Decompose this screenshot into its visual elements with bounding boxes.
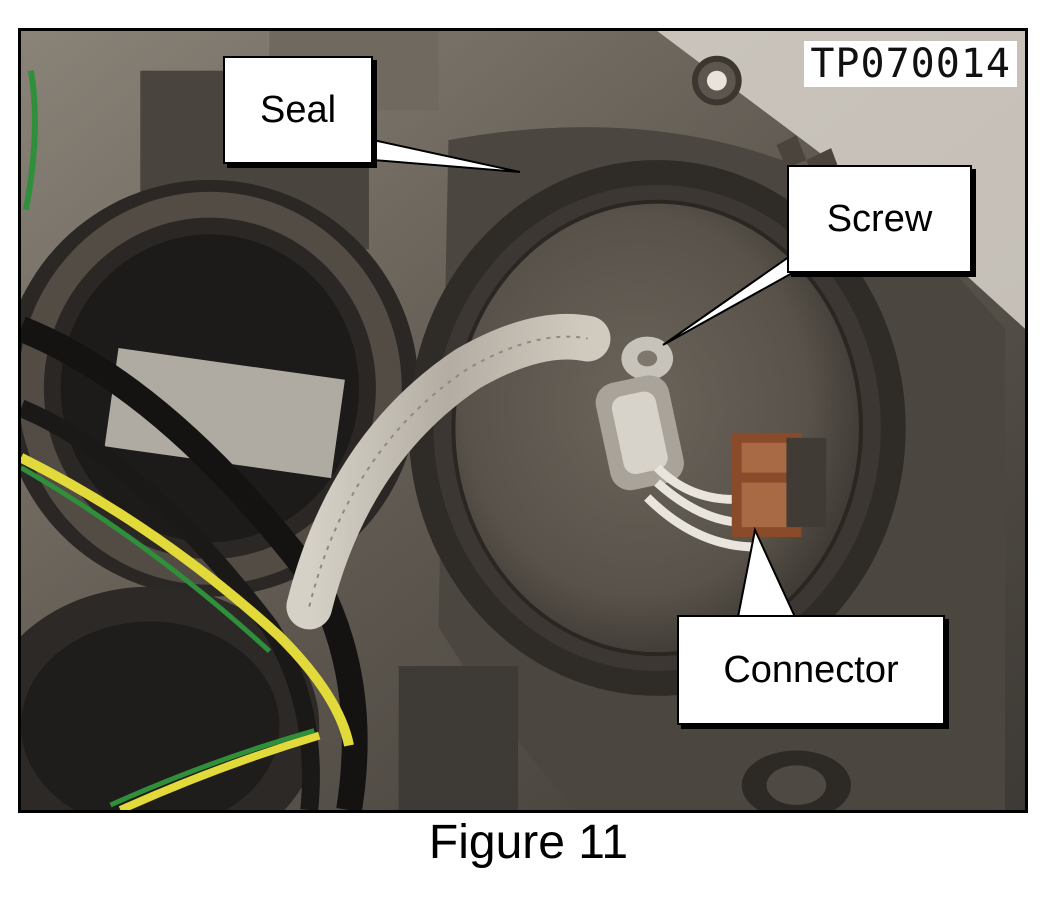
screw-callout: Screw xyxy=(787,165,972,273)
photo-id-label: TP070014 xyxy=(804,41,1017,87)
connector-body xyxy=(731,432,827,538)
seal-callout: Seal xyxy=(223,56,373,164)
figure-caption: Figure 11 xyxy=(428,816,629,869)
connector-callout: Connector xyxy=(677,615,945,725)
